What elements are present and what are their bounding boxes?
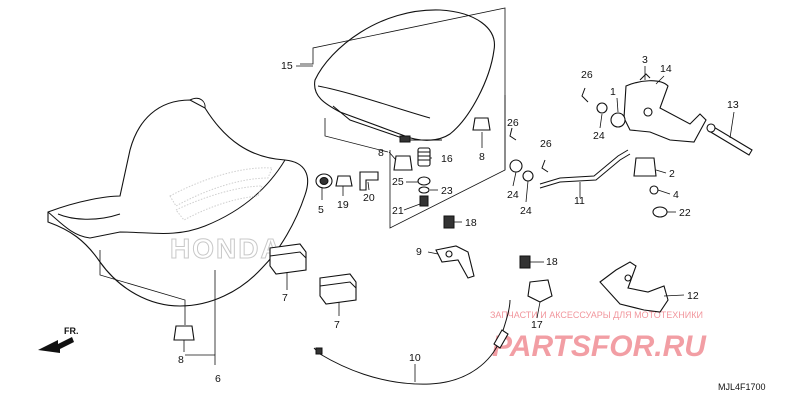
watermark-tagline: ЗАПЧАСТИ И АКСЕССУАРЫ ДЛЯ МОТОТЕХНИКИ (490, 310, 703, 320)
callout-22: 22 (679, 207, 691, 219)
callout-23: 23 (441, 185, 453, 197)
callout-9: 9 (416, 246, 422, 258)
callout-6: 6 (215, 373, 221, 385)
callout-24-right: 24 (520, 205, 532, 217)
diagram-code: MJL4F1700 (718, 382, 766, 392)
callout-26-middle-left: 26 (507, 117, 519, 129)
leader-lines (183, 65, 735, 382)
watermark: PARTSFOR.RU ЗАПЧАСТИ И АКСЕССУАРЫ ДЛЯ МО… (490, 310, 707, 363)
seat-wing-emboss (169, 167, 273, 221)
callout-11: 11 (574, 195, 585, 207)
callout-13: 13 (727, 99, 739, 111)
seat-lock-cable (313, 245, 553, 385)
callout-16: 16 (441, 153, 453, 165)
front-direction-indicator: FR. (38, 326, 79, 353)
callout-8-bottom: 8 (178, 354, 184, 366)
callout-labels: 15 8 8 16 25 23 21 5 19 20 18 9 18 17 10… (178, 54, 739, 385)
callout-21: 21 (392, 205, 404, 217)
callout-4: 4 (673, 189, 679, 201)
watermark-brand: PARTSFOR.RU (492, 330, 707, 363)
callout-5: 5 (318, 204, 324, 216)
callout-12: 12 (687, 290, 699, 302)
small-parts (315, 117, 491, 229)
main-seat: HONDA (47, 97, 309, 307)
rubber-blocks (269, 243, 357, 305)
callout-7-left: 7 (282, 292, 288, 304)
callout-3: 3 (642, 54, 648, 66)
lock-assembly (509, 73, 753, 313)
callout-19: 19 (337, 199, 349, 211)
seat-honda-emboss: HONDA (170, 233, 283, 264)
callout-25: 25 (392, 176, 404, 188)
callout-24-left: 24 (507, 189, 519, 201)
callout-26-middle: 26 (540, 138, 552, 150)
callout-26-top: 26 (581, 69, 593, 81)
callout-18-upper: 18 (465, 217, 477, 229)
callout-15: 15 (281, 60, 293, 72)
callout-14: 14 (660, 63, 672, 75)
callout-10: 10 (409, 352, 421, 364)
callout-2: 2 (669, 168, 675, 180)
callout-8-upper-left: 8 (378, 147, 384, 159)
front-direction-label: FR. (64, 326, 79, 336)
callout-18-lower: 18 (546, 256, 558, 268)
callout-8-upper-right: 8 (479, 151, 485, 163)
callout-7-right: 7 (334, 319, 340, 331)
pillion-seat (314, 9, 495, 143)
callout-24-top: 24 (593, 130, 605, 142)
callout-17: 17 (531, 319, 543, 331)
callout-1: 1 (610, 86, 616, 98)
callout-20: 20 (363, 192, 375, 204)
